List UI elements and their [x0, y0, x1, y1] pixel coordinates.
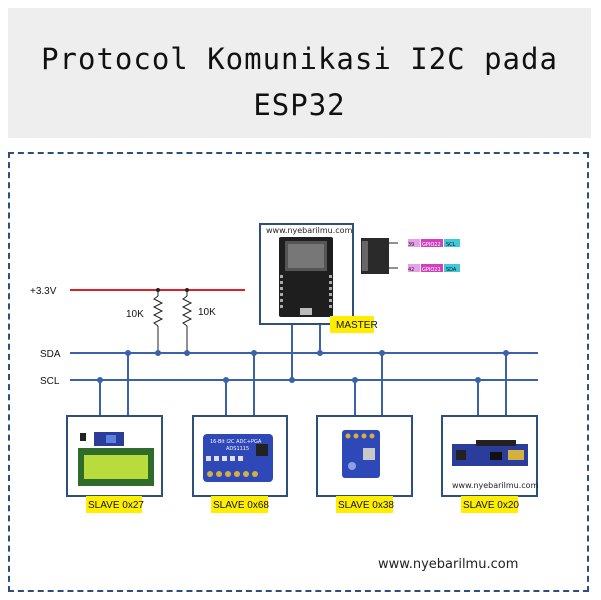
title-line-2: ESP32 [253, 88, 346, 122]
page-title: Protocol Komunikasi I2C pada ESP32 [8, 36, 591, 128]
slave-1-label: SLAVE 0x27 [88, 500, 144, 511]
pin-sda: SDA [446, 267, 457, 273]
adc-chip-text: 16-Bit I2C ADC+PGA [210, 439, 262, 445]
master-label-bg [330, 316, 374, 333]
footer-url: www.nyebarilmu.com [378, 557, 518, 572]
diagram-frame [8, 152, 589, 592]
pin-num-scl: 39 [408, 242, 414, 248]
lcd-module [78, 432, 154, 486]
sensor-module [342, 430, 380, 478]
expander-module [452, 440, 528, 466]
adc-chip-sub: ADS1115 [226, 446, 249, 452]
junction-dots [97, 350, 509, 383]
master-site-text: www.nyebarilmu.com [266, 226, 353, 235]
pin-num-sda: 42 [408, 267, 414, 273]
slave-3-label-bg [336, 496, 393, 513]
slave-4-label-bg [461, 496, 518, 513]
resistor-1-value: 10K [126, 309, 144, 320]
slave-2-label: SLAVE 0x68 [213, 500, 269, 511]
resistor-2-value: 10K [198, 307, 216, 318]
scl-label: SCL [40, 376, 60, 387]
ads1115-module [203, 434, 273, 482]
pin-gpio-scl: GPIO22 [422, 242, 441, 248]
slave-wires [99, 353, 507, 416]
slave-4-site-text: www.nyebarilmu.com [452, 481, 539, 490]
title-banner: Protocol Komunikasi I2C pada ESP32 [8, 8, 591, 138]
pin-scl: SCL [446, 242, 456, 248]
sda-label: SDA [40, 349, 61, 360]
pin-detail [361, 238, 460, 274]
master-label: MASTER [336, 320, 378, 331]
pin-gpio-sda: GPIO21 [422, 267, 441, 273]
resistor-scl [181, 288, 193, 352]
resistor-sda [152, 288, 164, 352]
slave-1-label-bg [86, 496, 142, 513]
slave-2-label-bg [211, 496, 268, 513]
slave-3-label: SLAVE 0x38 [338, 500, 394, 511]
slave-4-label: SLAVE 0x20 [463, 500, 519, 511]
vcc-label: +3.3V [30, 286, 57, 297]
title-line-1: Protocol Komunikasi I2C pada [41, 42, 558, 76]
esp32-board [279, 237, 333, 317]
